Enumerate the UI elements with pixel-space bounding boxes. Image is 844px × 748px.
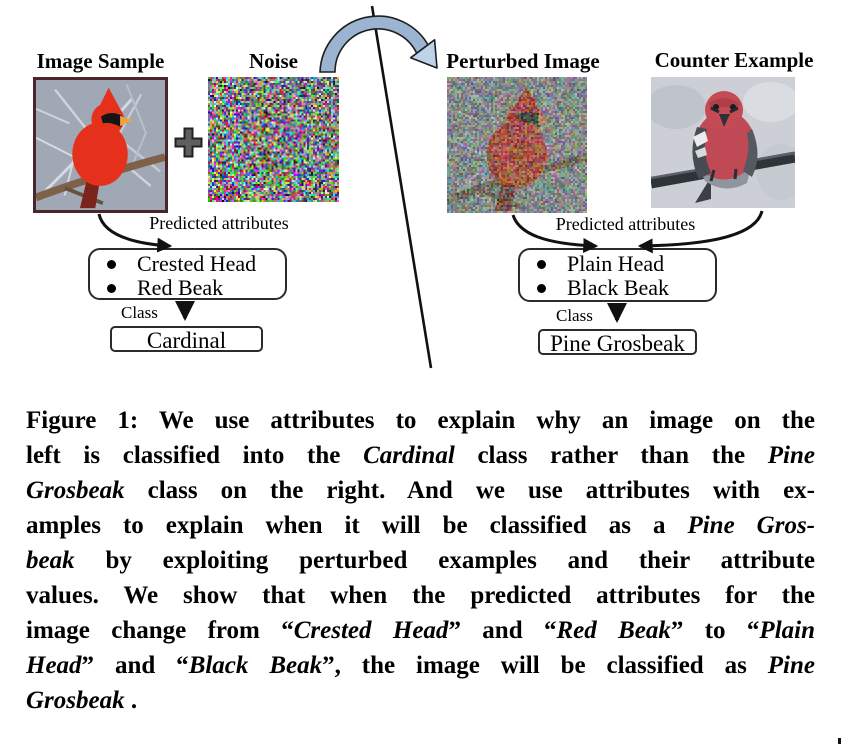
class-box-pine-grosbeak: Pine Grosbeak — [538, 329, 697, 355]
plus-icon — [174, 127, 203, 158]
attribute-item: Crested Head — [90, 252, 285, 276]
class-box-cardinal: Cardinal — [110, 326, 263, 352]
predicted-attributes-label-right: Predicted attributes — [553, 214, 698, 235]
predicted-attributes-label-left: Predicted attributes — [148, 213, 290, 234]
divider-line — [372, 6, 431, 368]
noise-title: Noise — [208, 50, 339, 72]
figure-caption: Figure 1: We use attributes to explain w… — [26, 403, 815, 718]
perturbed-photo — [447, 77, 587, 213]
attribute-item: Red Beak — [90, 276, 285, 300]
attribute-item: Plain Head — [520, 252, 715, 276]
corner-mark — [838, 738, 841, 744]
attribute-text: Plain Head — [567, 251, 664, 276]
caption-line: Grosbeak . — [26, 683, 815, 718]
class-label-left: Class — [121, 303, 158, 323]
cardinal-illustration — [36, 80, 165, 210]
caption-line: left is classified into the Cardinal cla… — [26, 438, 815, 473]
counter-example-photo — [651, 77, 795, 208]
caption-line: Grosbeak class on the right. And we use … — [26, 473, 815, 508]
grosbeak-illustration — [651, 77, 795, 208]
image-sample-photo — [33, 77, 168, 213]
bullet-icon — [107, 260, 116, 269]
caption-line: Figure 1: We use attributes to explain w… — [26, 403, 815, 438]
attribute-box-right: Plain Head Black Beak — [518, 248, 717, 302]
noise-canvas — [208, 77, 339, 202]
caption-line: values. We show that when the predicted … — [26, 578, 815, 613]
class-label-right: Class — [556, 306, 593, 326]
attribute-item: Black Beak — [520, 276, 715, 300]
counter-example-title: Counter Example — [643, 49, 825, 71]
caption-line: image change from “Crested Head” and “Re… — [26, 613, 815, 648]
noise-photo — [208, 77, 339, 202]
attribute-box-left: Crested Head Red Beak — [88, 248, 287, 300]
caption-line: Head” and “Black Beak”, the image will b… — [26, 648, 815, 683]
image-sample-title: Image Sample — [33, 50, 168, 72]
perturbed-image-title: Perturbed Image — [443, 50, 603, 72]
attribute-text: Red Beak — [137, 275, 223, 300]
bullet-icon — [537, 284, 546, 293]
attribute-text: Black Beak — [567, 275, 669, 300]
attribute-text: Crested Head — [137, 251, 256, 276]
caption-line: amples to explain when it will be classi… — [26, 508, 815, 543]
perturbation-tint — [447, 77, 587, 213]
bullet-icon — [107, 284, 116, 293]
caption-line: beak by exploiting perturbed examples an… — [26, 543, 815, 578]
bullet-icon — [537, 260, 546, 269]
